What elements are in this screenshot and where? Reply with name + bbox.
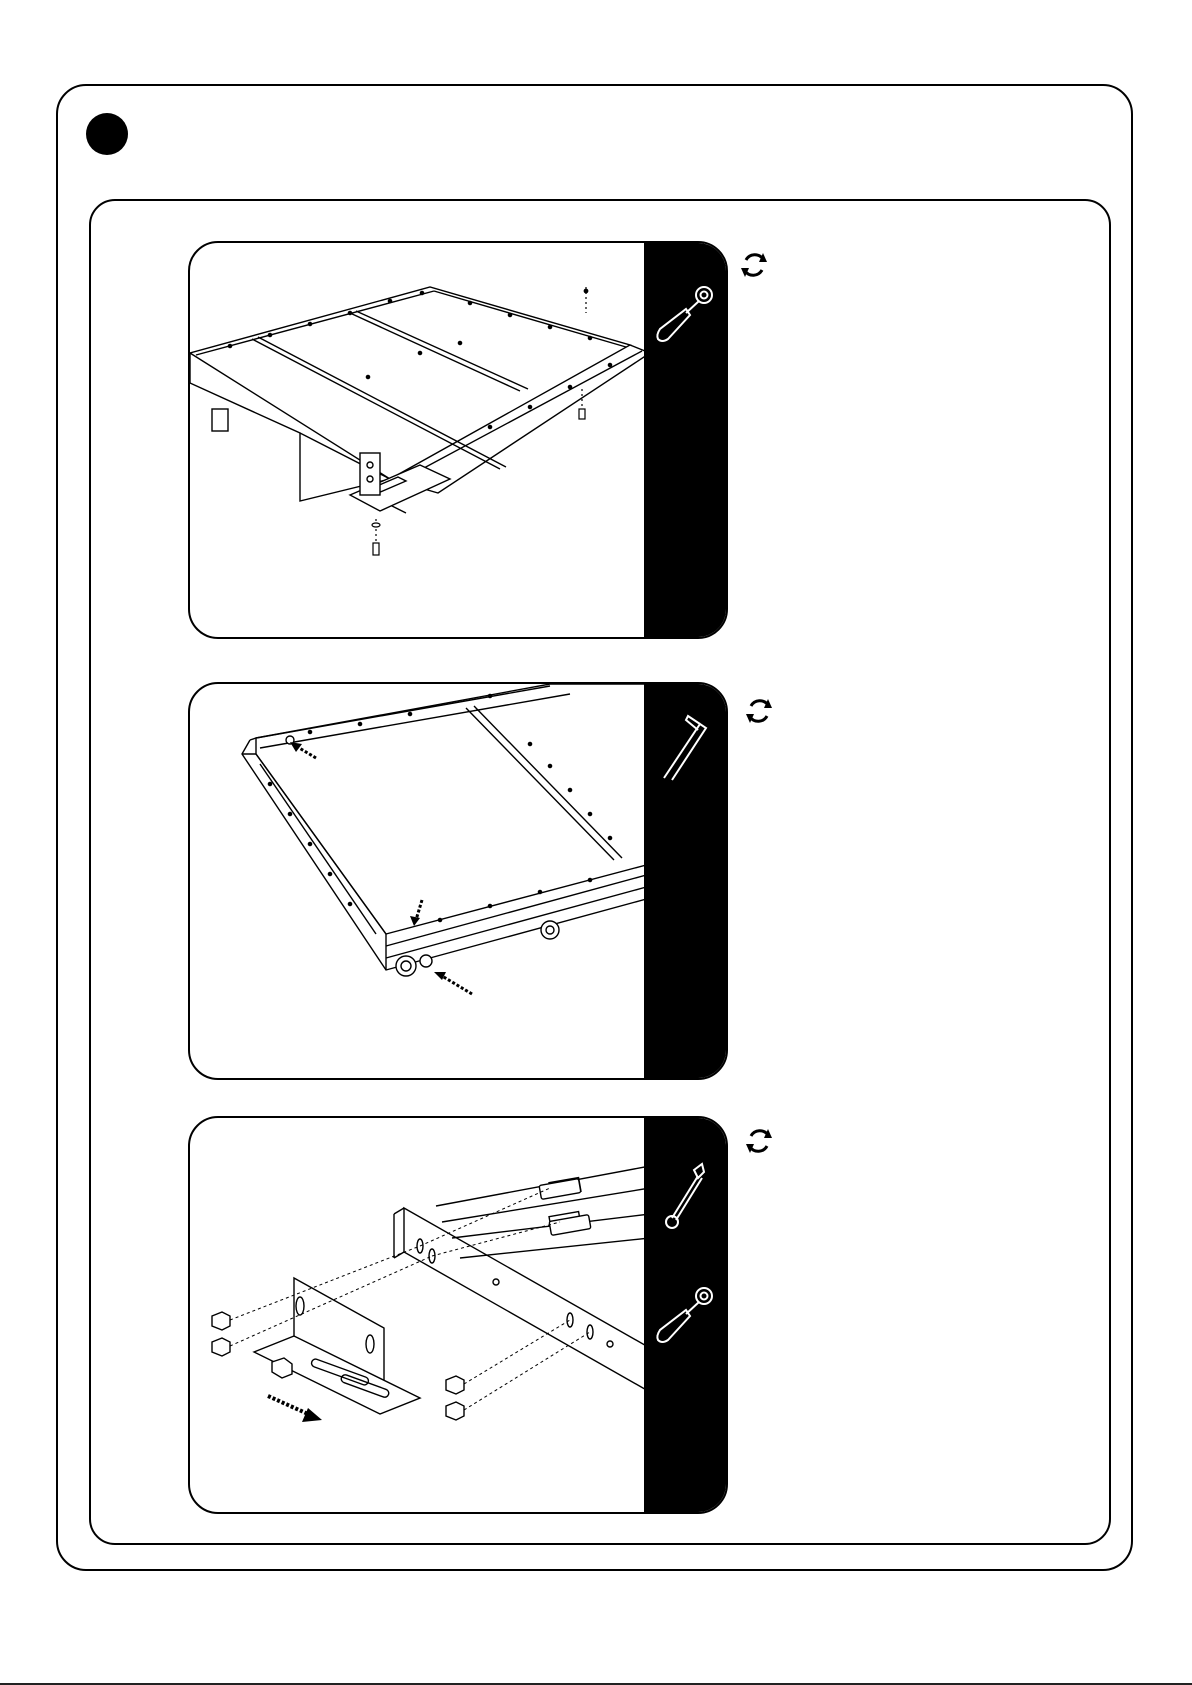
tool-strip-1 — [644, 243, 726, 637]
tool-strip-3 — [644, 1118, 726, 1512]
screwdriver-icon — [644, 243, 726, 639]
illustration-panel-3 — [188, 1116, 728, 1514]
illustration-panel-2 — [188, 682, 728, 1080]
hex-key-icon — [644, 684, 726, 1080]
illustration-panel-1 — [188, 241, 728, 639]
screwdriver-icon — [644, 1118, 726, 1514]
rotate-arrows-icon — [742, 694, 776, 728]
step-number-badge — [86, 113, 128, 155]
tool-strip-2 — [644, 684, 726, 1078]
rotate-arrows-icon — [742, 1124, 776, 1158]
rotate-arrows-icon — [737, 248, 771, 282]
